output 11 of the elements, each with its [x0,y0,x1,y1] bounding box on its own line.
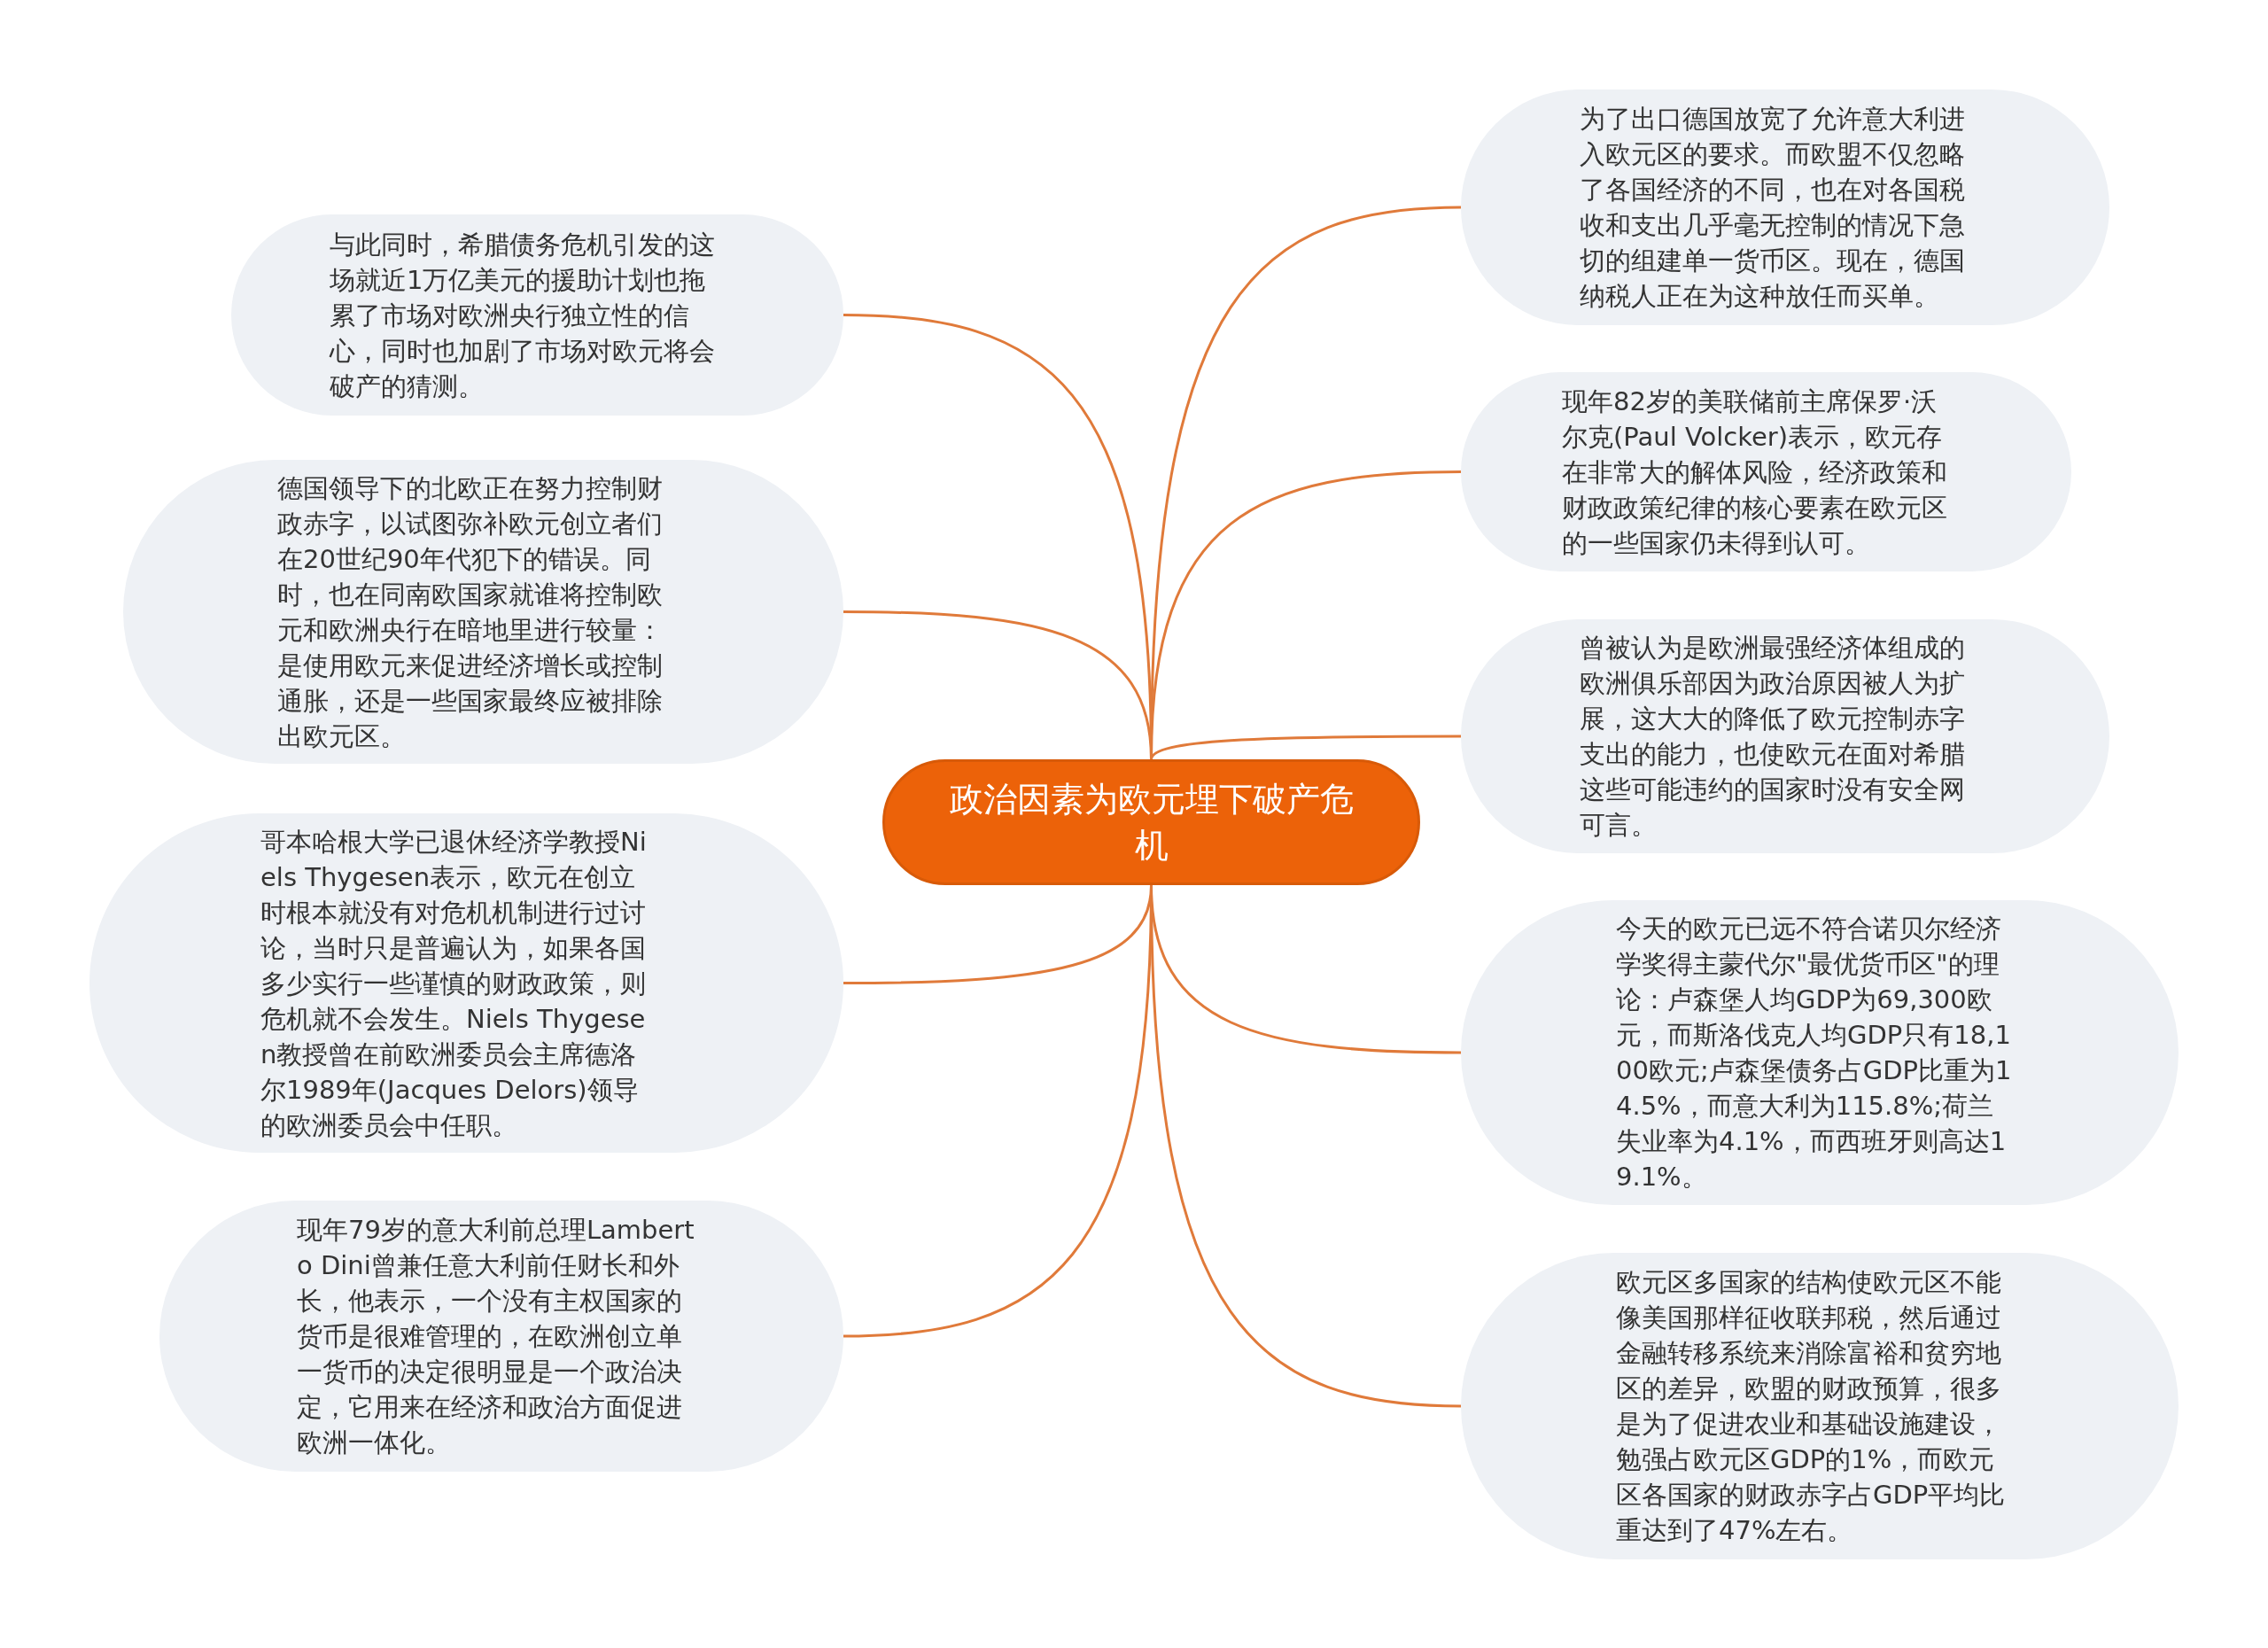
topic-text: 哥本哈根大学已退休经济学教授Niels Thygesen表示，欧元在创立时根本就没有对危机机制进行过讨论，当时只是普遍认为，如果各国多少实行一些谨慎的财政政策，则危机就不会发生。Niels Thygesen教授曾在前欧洲委员会主席德洛尔1989年(Jacques Delors)领导的欧洲委员会中任职。 [260,825,648,1142]
topic-text: 曾被认为是欧洲最强经济体组成的欧洲俱乐部因为政治原因被人为扩展，这大大的降低了欧元控制赤字支出的能力，也使欧元在面对希腊这些可能违约的国家时没有安全网可言。 [1580,632,1966,842]
topic-text: 与此同时，希腊债务危机引发的这场就近1万亿美元的援助计划也拖累了市场对欧洲央行独立性的信心，同时也加剧了市场对欧元将会破产的猜测。 [330,228,716,403]
topic-title: 政治因素为欧元埋下破产危机 [948,779,1355,867]
topic-text: 现年79岁的意大利前总理Lamberto Dini曾兼任意大利前任财长和外长，他表示，一个没有主权国家的货币是很难管理的，在欧洲创立单一货币的决定很明显是一个政治决定，它用来在经济和政治方面促进欧洲一体化。 [297,1214,695,1459]
topic-text: 德国领导下的北欧正在努力控制财政赤字，以试图弥补欧元创立者们在20世纪90年代犯下的错误。同时，也在同南欧国家就谁将控制欧元和欧洲央行在暗地里进行较量：是使用欧元来促进经济增长或控制通胀，还是一些国家最终应被排除出欧元区。 [277,471,664,753]
topic-text: 为了出口德国放宽了允许意大利进入欧元区的要求。而欧盟不仅忽略了各国经济的不同，也在对各国税收和支出几乎毫无控制的情况下急切的组建单一货币区。现在，德国纳税人正在为这种放任而买单。 [1580,103,1966,313]
topic-text: 今天的欧元已远不符合诺贝尔经济学奖得主蒙代尔"最优货币区"的理论：卢森堡人均GDP为69,300欧元，而斯洛伐克人均GDP只有18,100欧元;卢森堡债务占GDP比重为14.5%，而意大利为115.8%;荷兰失业率为4.1%，而西班牙则高达19.1%。 [1616,913,2013,1193]
connector-line [1150,735,1461,760]
topic-text: 欧元区多国家的结构使欧元区不能像美国那样征收联邦税，然后通过金融转移系统来消除富裕和贫穷地区的差异，欧盟的财政预算，很多是为了促进农业和基础设施建设，勉强占欧元区GDP的1%，而欧元区各国家的财政赤字占GDP平均比重达到了47%左右。 [1616,1266,2007,1547]
topic-text: 现年82岁的美联储前主席保罗·沃尔克(Paul Volcker)表示，欧元存在非常大的解体风险，经济政策和财政政策纪律的核心要素在欧元区的一些国家仍未得到认可。 [1562,385,1948,560]
